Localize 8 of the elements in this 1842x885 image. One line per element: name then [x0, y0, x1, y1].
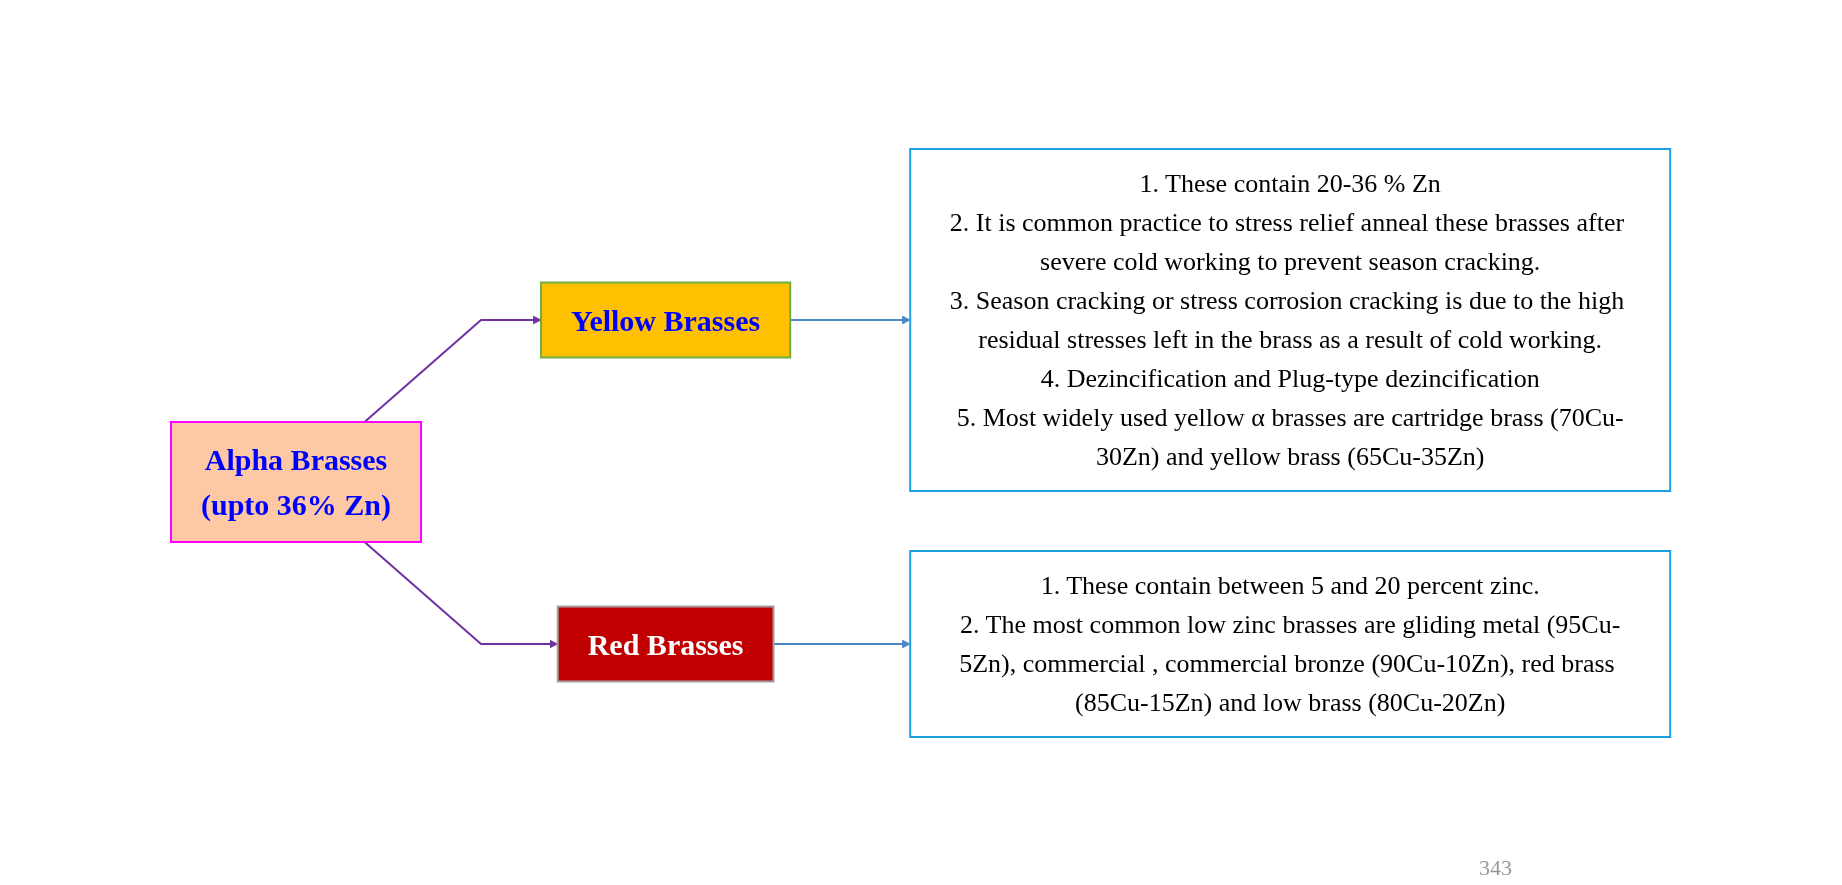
- node-box: Alpha Brasses (upto 36% Zn): [170, 420, 423, 543]
- page-number: 343: [1479, 855, 1512, 881]
- arrow: [363, 315, 542, 423]
- node-box: 1. These contain between 5 and 20 percent zinc. 2. The most common low zinc brasses are gliding metal (95Cu-5Zn), commercial , commercial bronze (90Cu-10Zn), red brass (85Cu-15Zn) and low brass (80Cu-20Zn): [909, 549, 1672, 738]
- node-box: 1. These contain 20-36 % Zn 2. It is common practice to stress relief anneal these brasses after severe cold working to prevent season cracking. 3. Season cracking or stress corrosion cracking is due to the high residual stresses left in the brass as a result of cold working. 4. Dezincification and Plug-type dezincification 5. Most widely used yellow α brasses are cartridge brass (70Cu-30Zn) and yellow brass (65Cu-35Zn): [909, 147, 1672, 492]
- node-box: Yellow Brasses: [540, 281, 792, 358]
- arrow: [363, 540, 559, 648]
- node-box: Red Brasses: [557, 605, 775, 682]
